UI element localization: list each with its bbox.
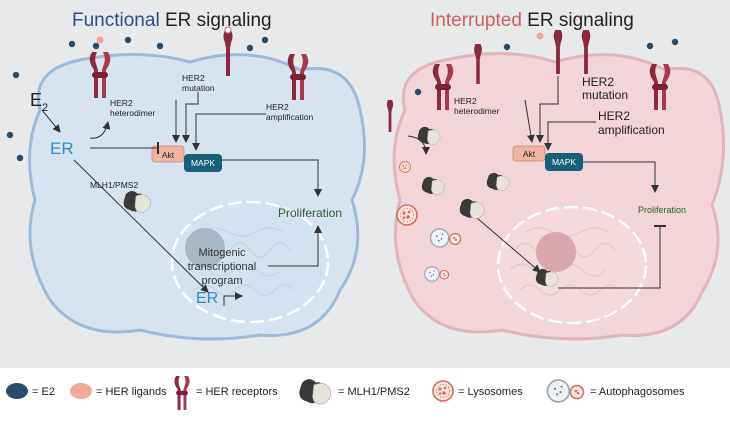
left-her2-amplification-line1: HER2: [266, 102, 289, 112]
right-her2-mutation-line2: mutation: [582, 88, 628, 102]
left-akt-label: Akt: [162, 150, 175, 160]
legend-her-ligands-label: = HER ligands: [96, 386, 167, 398]
left-nucleolus: [185, 228, 225, 268]
left-her2-mutation-line1: HER2: [182, 73, 205, 83]
legend-mlh1-icon: [298, 378, 332, 405]
right-akt-label: Akt: [523, 149, 536, 159]
left-e2-dots: [6, 36, 269, 162]
right-her2-amplification-line1: HER2: [598, 109, 630, 123]
right-arrows: [407, 76, 666, 289]
left-mitogenic-line2: transcriptional: [188, 261, 256, 273]
left-mapk-box: [184, 154, 222, 172]
left-proliferation-label: Proliferation: [278, 206, 342, 220]
left-title: Functional ER signaling: [72, 10, 272, 31]
right-lysosome-2: [396, 204, 418, 226]
legend-her-receptor-icon: [174, 376, 190, 410]
legend-lysosome-icon: [432, 380, 454, 402]
left-mlh1-label: MLH1/PMS2: [90, 180, 138, 190]
legend-autophagosome-icon: [546, 379, 585, 403]
legend-mlh1-label: = MLH1/PMS2: [338, 386, 410, 398]
right-her2-heterodimer-line2: heterodimer: [454, 106, 500, 116]
right-title: Interrupted ER signaling: [430, 10, 634, 31]
left-her2-amplification-line2: amplification: [266, 112, 314, 122]
left-ligand-dot: [96, 36, 104, 44]
legend-her-ligand-icon: [70, 383, 92, 399]
left-e2-label: E2: [30, 90, 48, 114]
left-cell: [28, 52, 366, 341]
legend-autophagosomes-label: = Autophagosomes: [590, 386, 685, 398]
left-her2-mutation-line2: mutation: [182, 83, 215, 93]
right-her2-heterodimer-line1: HER2: [454, 96, 477, 106]
right-nucleus: [496, 205, 648, 325]
left-mapk-label: MAPK: [191, 158, 215, 168]
left-her2-heterodimer-line2: heterodimer: [110, 108, 156, 118]
right-akt-box: [512, 145, 546, 162]
right-her2-amplification-line2: amplification: [598, 123, 665, 137]
left-akt-box: [151, 145, 185, 163]
right-cell: [392, 51, 726, 341]
legend-her-receptors-label: = HER receptors: [196, 386, 278, 398]
legend: = E2 = HER ligands = HER receptors = MLH…: [6, 376, 685, 410]
right-ligand-dot: [536, 32, 544, 40]
left-er-nucleus-label: ER: [196, 290, 218, 307]
legend-e2-icon: [6, 383, 28, 399]
right-her2-mutation-line1: HER2: [582, 75, 614, 89]
right-e2-dots: [414, 38, 679, 96]
left-arrows: [41, 92, 322, 306]
right-nucleolus: [536, 232, 576, 272]
left-her2-heterodimer-line1: HER2: [110, 98, 133, 108]
right-mapk-label: MAPK: [552, 157, 576, 167]
left-mitogenic-line3: program: [202, 275, 243, 287]
legend-e2-label: = E2: [32, 386, 55, 398]
left-mitogenic-line1: Mitogenic: [198, 247, 246, 259]
right-proliferation-label: Proliferation: [638, 205, 686, 215]
right-mapk-box: [545, 153, 583, 171]
legend-lysosomes-label: = Lysosomes: [458, 386, 523, 398]
left-er-label: ER: [50, 139, 74, 158]
right-lysosome-1: [399, 161, 411, 173]
